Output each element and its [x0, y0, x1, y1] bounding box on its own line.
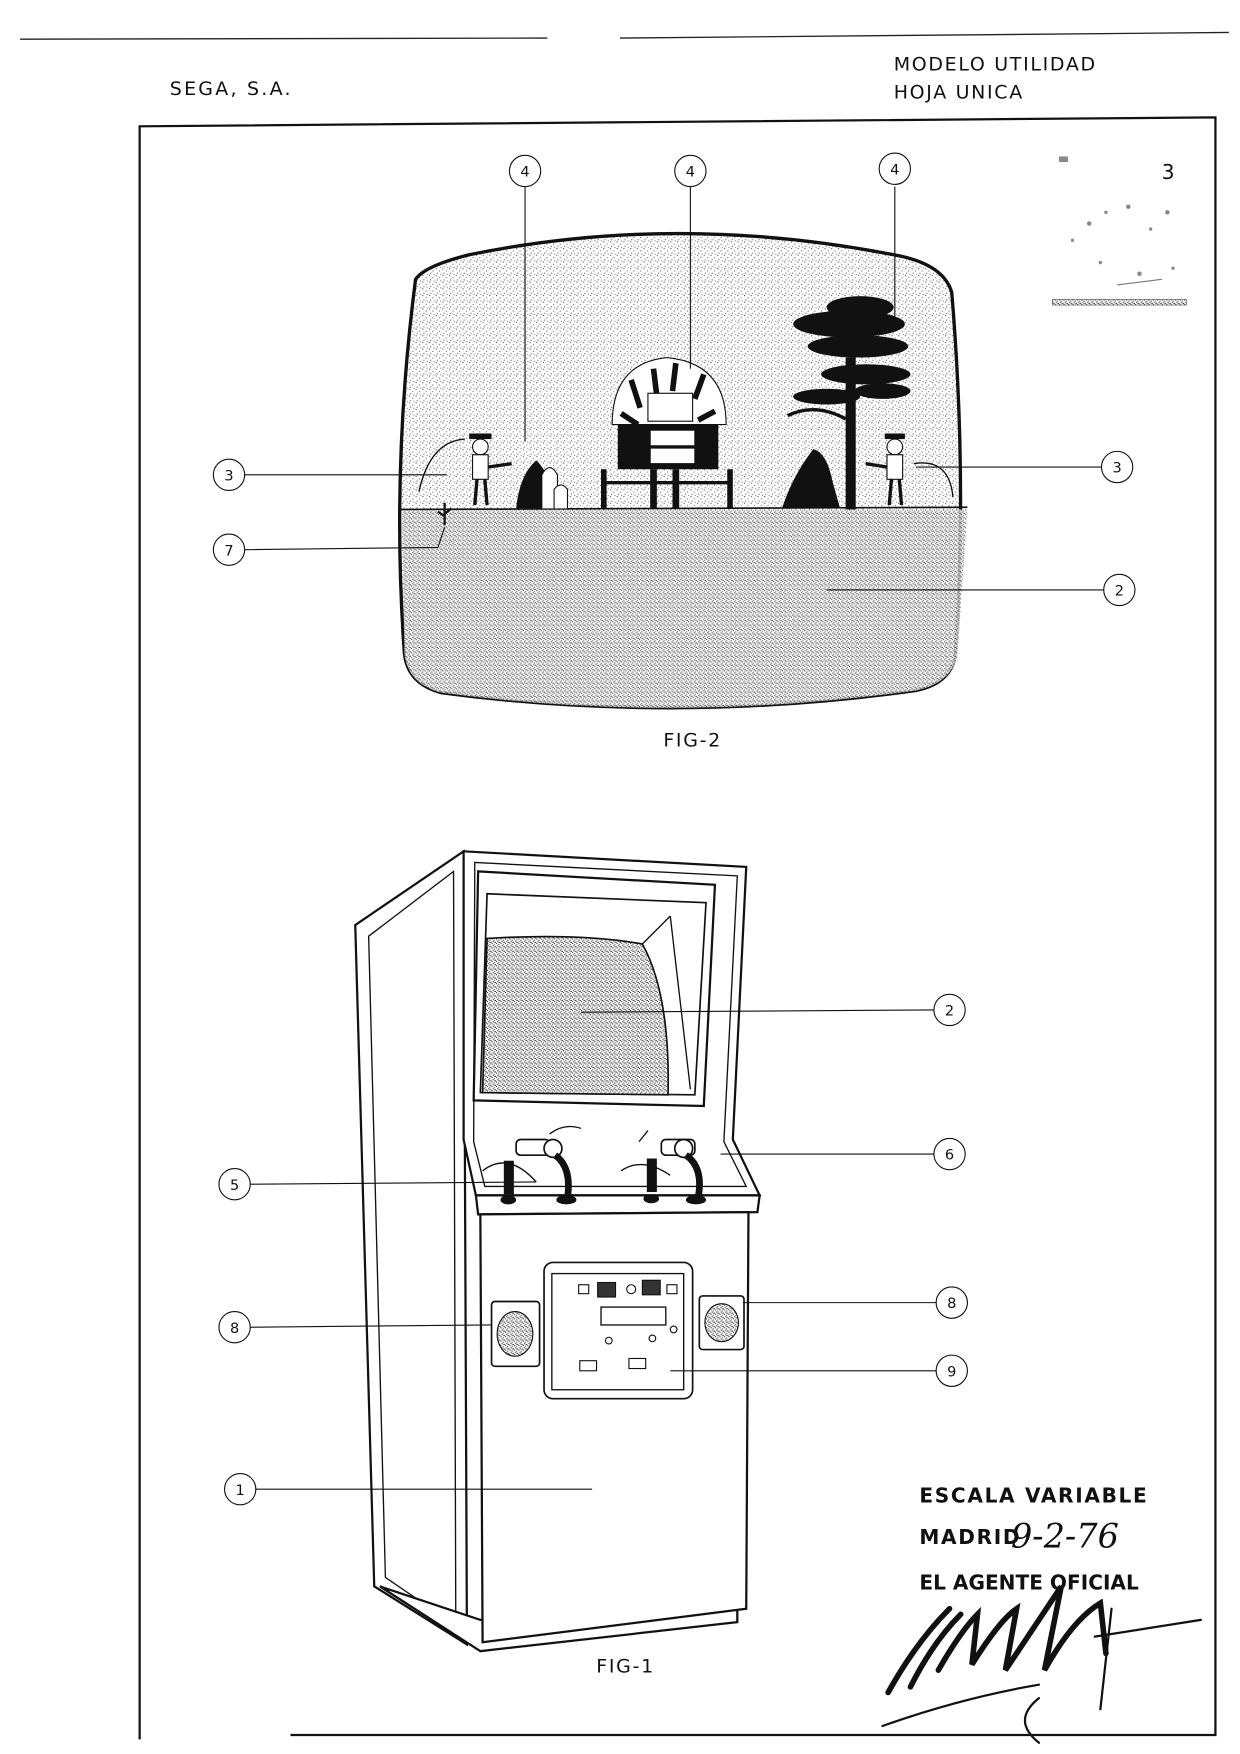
svg-text:5: 5 — [230, 1178, 239, 1194]
company-name: SEGA, S.A. — [170, 78, 293, 100]
svg-text:7: 7 — [224, 543, 233, 559]
speaker-right — [698, 1295, 745, 1351]
callout-9: 9 — [935, 1354, 968, 1387]
svg-text:9: 9 — [947, 1364, 956, 1380]
fig2-callouts — [244, 186, 1104, 591]
official-stamp: 3 — [1051, 156, 1187, 306]
callout-3-left: 3 — [212, 458, 246, 492]
agent-signature — [881, 1584, 1203, 1744]
fig1-arcade-cabinet — [354, 849, 762, 1653]
light-gun-right — [660, 1138, 707, 1205]
fig2-game-screen — [397, 231, 968, 710]
right-rock-cover — [781, 449, 841, 509]
fig2-caption: FIG-2 — [663, 729, 722, 751]
callout-2-fig2: 2 — [1103, 573, 1136, 607]
cactus — [437, 502, 453, 526]
joystick-right — [643, 1158, 660, 1204]
callout-3-right: 3 — [1100, 450, 1134, 484]
svg-text:2: 2 — [1115, 583, 1124, 599]
right-cowboy-figure — [865, 433, 954, 506]
callout-4-right: 4 — [878, 152, 912, 185]
svg-text:4: 4 — [520, 165, 529, 181]
svg-text:3: 3 — [1112, 461, 1121, 477]
joystick-left — [500, 1160, 517, 1205]
callout-4-left: 4 — [508, 154, 542, 188]
top-rule-left — [20, 37, 548, 40]
svg-text:1: 1 — [236, 1483, 245, 1499]
tree — [786, 296, 911, 510]
handwritten-date: 9-2-76 — [1011, 1516, 1119, 1555]
callout-2-fig1: 2 — [933, 993, 966, 1027]
top-rule-right — [619, 31, 1229, 39]
place-label: MADRID — [919, 1525, 1021, 1549]
model-type: MODELO UTILIDAD — [894, 53, 1097, 75]
horizon-line — [399, 506, 968, 511]
callout-7: 7 — [212, 533, 246, 566]
callout-8-left: 8 — [218, 1310, 251, 1344]
speaker-left — [490, 1300, 541, 1368]
callout-8-right: 8 — [935, 1286, 968, 1319]
light-gun-left — [515, 1138, 577, 1205]
sheet-label: HOJA UNICA — [894, 81, 1024, 103]
svg-text:3: 3 — [1162, 160, 1175, 184]
agent-label: EL AGENTE OFICIAL — [919, 1571, 1139, 1595]
drawing-frame — [138, 116, 1217, 1740]
crt-display — [481, 935, 670, 1096]
scale-note: ESCALA VARIABLE — [919, 1484, 1148, 1508]
covered-wagon — [601, 356, 733, 509]
svg-text:4: 4 — [686, 165, 695, 181]
svg-text:4: 4 — [890, 162, 899, 178]
svg-text:8: 8 — [947, 1296, 956, 1312]
svg-text:6: 6 — [945, 1148, 954, 1164]
callout-5: 5 — [218, 1168, 251, 1201]
left-cowboy-figure — [418, 433, 512, 506]
svg-text:8: 8 — [230, 1321, 239, 1337]
fig1-callouts — [250, 1009, 937, 1490]
callout-4-center: 4 — [674, 154, 707, 188]
callout-6: 6 — [933, 1137, 966, 1171]
fig1-caption: FIG-1 — [596, 1655, 655, 1677]
svg-text:3: 3 — [224, 468, 233, 484]
svg-text:2: 2 — [945, 1004, 954, 1020]
callout-1: 1 — [223, 1472, 257, 1506]
